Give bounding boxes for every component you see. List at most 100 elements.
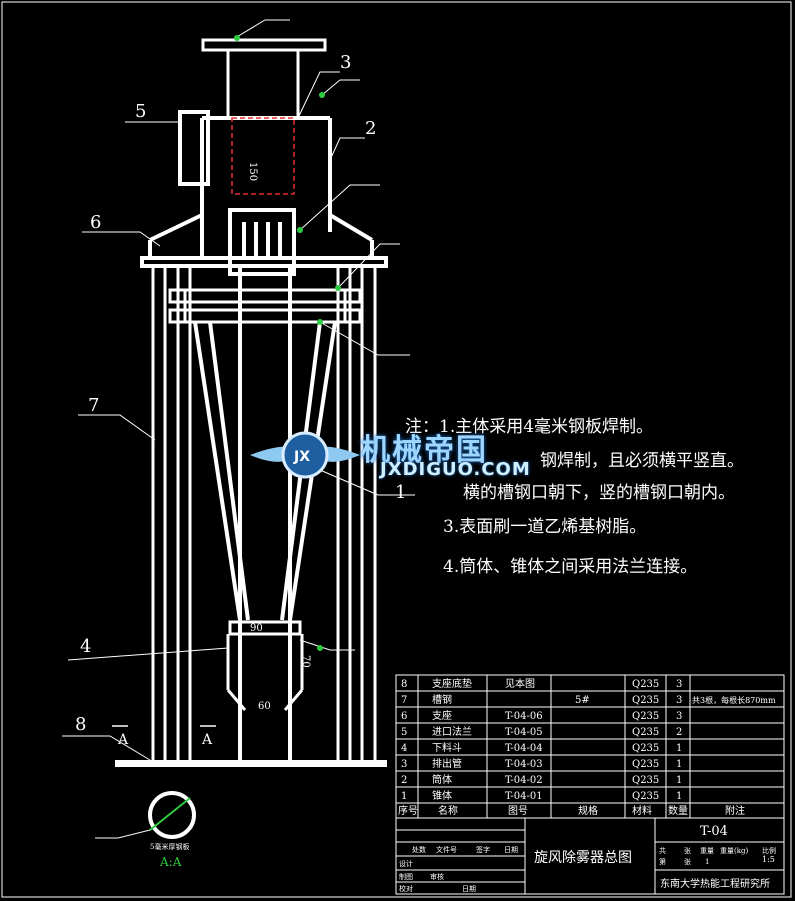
note-2b: 横的槽钢口朝下，竖的槽钢口朝内。: [463, 483, 735, 503]
title-block: [395, 817, 785, 895]
bom-header-no: 序号: [398, 804, 418, 817]
bom-cell: Q235: [632, 727, 659, 738]
sheet-label-total: 共: [659, 846, 666, 855]
bom-cell: T-04-02: [505, 775, 543, 786]
role-date: 日期: [462, 885, 476, 893]
bom-cell: 1: [676, 775, 682, 786]
dimension-150: 150: [247, 162, 258, 181]
bom-cell: 4: [401, 743, 407, 754]
sign-label-sign: 签字: [476, 845, 490, 854]
bom-cell: 7: [401, 695, 407, 706]
sheet-value-page: 第: [659, 857, 666, 866]
inlet-box: [178, 110, 210, 186]
bom-cell: 1: [676, 759, 682, 770]
section-note: 5毫米厚钢板: [150, 842, 189, 851]
bom-cell: T-04-06: [505, 711, 543, 722]
bom-header-spec: 规格: [578, 804, 598, 817]
bom-cell: 1: [676, 791, 682, 802]
watermark-url: JXDIGUO.COM: [380, 459, 531, 480]
sign-label-file: 文件号: [436, 845, 457, 854]
bom-cell: Q235: [632, 791, 659, 802]
scale: 1:5: [762, 855, 775, 864]
bom-cell: 1: [401, 791, 407, 802]
watermark-logo: JX: [250, 431, 360, 479]
bom-cell: Q235: [632, 775, 659, 786]
bom-cell: 2: [676, 727, 682, 738]
mid-flange: [168, 288, 362, 324]
role-design: 设计: [399, 859, 413, 868]
note-3: 3.表面刷一道乙烯基树脂。: [443, 517, 647, 537]
base-plate: [115, 760, 387, 767]
note-4: 4.筒体、锥体之间采用法兰连接。: [443, 557, 698, 577]
role-check: 校对: [399, 884, 413, 893]
sheet-label-weight: 重量: [700, 847, 714, 855]
weld-symbols: [234, 35, 341, 651]
bom-cell: 见本图: [505, 677, 535, 690]
bom-header-material: 材料: [632, 804, 652, 817]
part-number-5: 5: [135, 101, 146, 122]
sheet-value-sheets: 张: [684, 857, 691, 866]
bom-cell: Q235: [632, 711, 659, 722]
bom-cell: 共3根，每根长870mm: [692, 695, 776, 705]
bom-header-drawing: 图号: [508, 805, 528, 817]
watermark-title: 机械帝国: [360, 433, 488, 468]
watermark-badge: JX: [293, 449, 310, 465]
dimension-70: 70: [300, 655, 311, 668]
bom-cell: T-04-01: [505, 791, 543, 802]
sheet-label-sheets: 张: [684, 846, 691, 855]
support-legs: [151, 266, 377, 760]
bom-cell: 8: [401, 679, 407, 690]
role-review: 审核: [430, 872, 444, 881]
hopper: [226, 620, 304, 711]
part-number-2: 2: [365, 118, 376, 139]
section-detail: [95, 791, 196, 839]
bom-cell: 5#: [575, 695, 590, 706]
bom-cell: 3: [676, 679, 682, 690]
bom-cell: T-04-05: [505, 727, 543, 738]
bom-header-qty: 数量: [668, 804, 688, 817]
section-mark-left: A: [117, 732, 129, 748]
bom-cell: 支座底垫: [432, 677, 472, 690]
top-flange: [201, 38, 327, 118]
note-2: 钢焊制，且必须横平竖直。: [540, 451, 744, 471]
bom-cell: 6: [401, 711, 407, 722]
dimension-60: 60: [258, 701, 271, 712]
vortex-finder: [228, 208, 296, 276]
organization: 东南大学热能工程研究所: [660, 877, 770, 890]
bom-header: 序号 名称 图号 规格 材料 数量 附注: [398, 804, 745, 817]
bom-header-name: 名称: [438, 804, 458, 817]
bom-cell: 支座: [432, 709, 452, 722]
note-1: 注：1.主体采用4毫米钢板焊制。: [405, 417, 654, 437]
sign-label-count: 处数: [412, 845, 426, 854]
bom-cell: 5: [401, 727, 407, 738]
bom-cell: 3: [401, 759, 407, 770]
sheet-value-count: 1: [705, 858, 709, 866]
bom-cell: T-04-04: [505, 743, 543, 754]
role-draw: 制图: [399, 872, 413, 881]
part-number-7: 7: [88, 395, 99, 416]
section-label: A:A: [159, 855, 182, 869]
bom-cell: 筒体: [432, 773, 452, 786]
part-number-1: 1: [395, 482, 406, 503]
leader-lines: [62, 19, 415, 761]
bom-cell: 下料斗: [432, 741, 462, 754]
exit-pipe-hidden: [231, 117, 295, 195]
bom-cell: Q235: [632, 743, 659, 754]
bom-cell: Q235: [632, 679, 659, 690]
bom-cell: T-04-03: [505, 759, 543, 770]
bom-cell: 3: [676, 695, 682, 706]
part-number-4: 4: [80, 636, 91, 657]
bom-cell: 排出管: [432, 757, 462, 770]
part-number-3: 3: [340, 52, 351, 73]
bom-cell: 进口法兰: [432, 725, 472, 738]
bom-cell: Q235: [632, 695, 659, 706]
drawing-title: 旋风除雾器总图: [534, 850, 632, 866]
dimension-90: 90: [250, 623, 263, 634]
sign-label-date: 日期: [504, 846, 518, 854]
bom-cell: Q235: [632, 759, 659, 770]
sheet-label-weight-kg: 重量(kg): [720, 847, 748, 855]
